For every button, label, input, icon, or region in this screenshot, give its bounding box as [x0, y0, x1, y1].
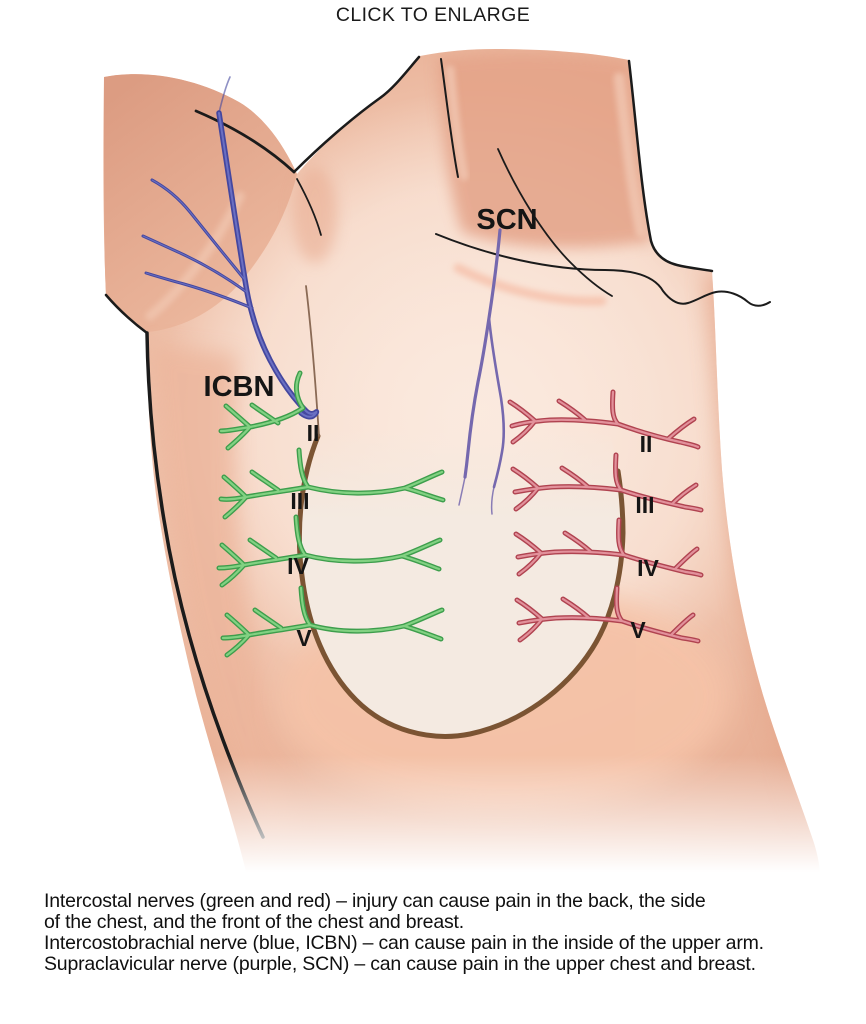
caption: Intercostal nerves (green and red) – inj…	[44, 891, 856, 975]
left-rib-label-2: II	[307, 420, 320, 446]
icbn-nerve	[141, 76, 316, 417]
right-rib-label-4: IV	[637, 555, 659, 581]
left-rib-label-4: IV	[287, 553, 309, 579]
left-rib-label-5: V	[296, 625, 312, 651]
click-to-enlarge-label[interactable]: CLICK TO ENLARGE	[335, 4, 531, 26]
breast-region	[299, 419, 623, 737]
scn-nerve	[458, 228, 506, 515]
caption-line-4: Supraclavicular nerve (purple, SCN) – ca…	[44, 952, 756, 975]
right-rib-label-3: III	[635, 492, 654, 518]
icbn-label: ICBN	[204, 371, 275, 403]
left-rib-label-3: III	[290, 488, 309, 514]
right-rib-label-5: V	[630, 617, 646, 643]
caption-line-1: Intercostal nerves (green and red) – inj…	[44, 890, 706, 912]
caption-line-3: Intercostobrachial nerve (blue, ICBN) – …	[44, 931, 764, 954]
scn-label: SCN	[476, 204, 537, 236]
caption-line-2: of the chest, and the front of the chest…	[44, 910, 464, 933]
right-rib-label-2: II	[640, 431, 653, 457]
bottom-fade	[0, 755, 866, 890]
